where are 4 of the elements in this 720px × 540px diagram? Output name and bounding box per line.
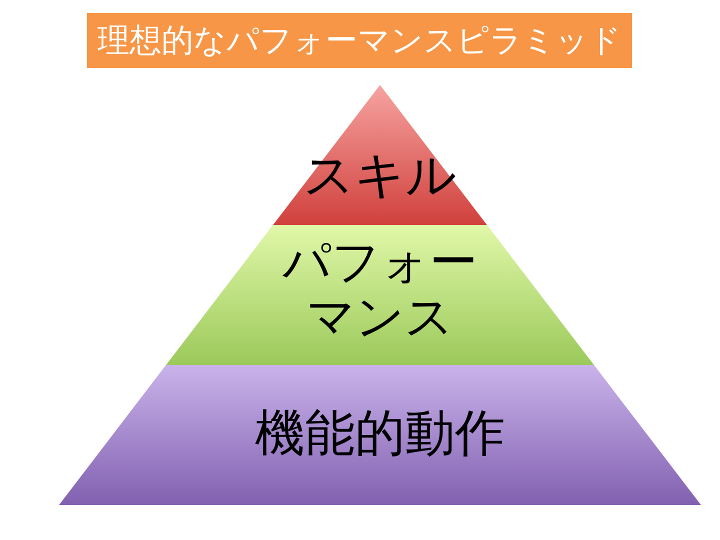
tier-label: 機能的動作 xyxy=(254,405,506,462)
tier-label: パフォーマンス xyxy=(282,235,478,346)
tier-label: スキル xyxy=(302,147,458,204)
title-banner: 理想的なパフォーマンスピラミッド xyxy=(87,13,632,68)
